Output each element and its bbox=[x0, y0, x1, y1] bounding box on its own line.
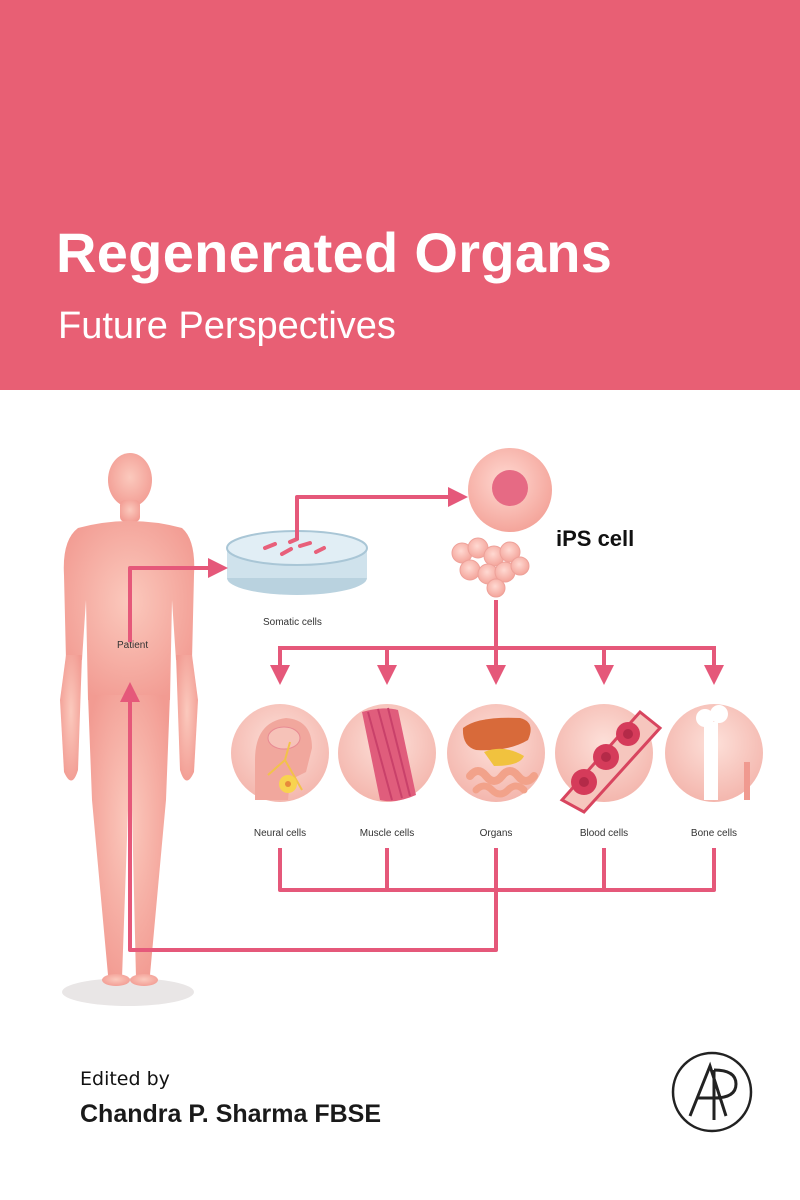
target-label: Neural cells bbox=[254, 828, 306, 839]
publisher-logo-icon bbox=[671, 1051, 753, 1133]
flow-arrows bbox=[120, 487, 724, 952]
patient-shadow bbox=[62, 978, 194, 1006]
ips-cell-diagram: Patient Somatic cells iPS cell bbox=[60, 448, 763, 1006]
organs-circle bbox=[447, 704, 545, 802]
neural-cells-circle bbox=[231, 704, 329, 802]
ips-cell-icon bbox=[451, 448, 552, 598]
petri-dish-icon bbox=[226, 530, 368, 595]
edited-by-label: Edited by bbox=[80, 1068, 170, 1090]
target-label: Bone cells bbox=[691, 828, 737, 839]
book-title: Regenerated Organs bbox=[56, 221, 613, 284]
blood-cells-circle bbox=[555, 704, 663, 814]
muscle-cells-circle bbox=[338, 704, 436, 802]
target-label: Blood cells bbox=[580, 828, 628, 839]
book-subtitle: Future Perspectives bbox=[58, 305, 396, 347]
ips-cell-label: iPS cell bbox=[556, 526, 634, 551]
title-banner: Regenerated Organs Future Perspectives bbox=[0, 0, 800, 390]
bone-cells-circle bbox=[665, 704, 763, 802]
target-label: Organs bbox=[480, 828, 513, 839]
somatic-cells-label: Somatic cells bbox=[263, 617, 322, 628]
editor-name: Chandra P. Sharma FBSE bbox=[80, 1100, 382, 1128]
patient-label: Patient bbox=[117, 640, 148, 651]
target-label: Muscle cells bbox=[360, 828, 414, 839]
